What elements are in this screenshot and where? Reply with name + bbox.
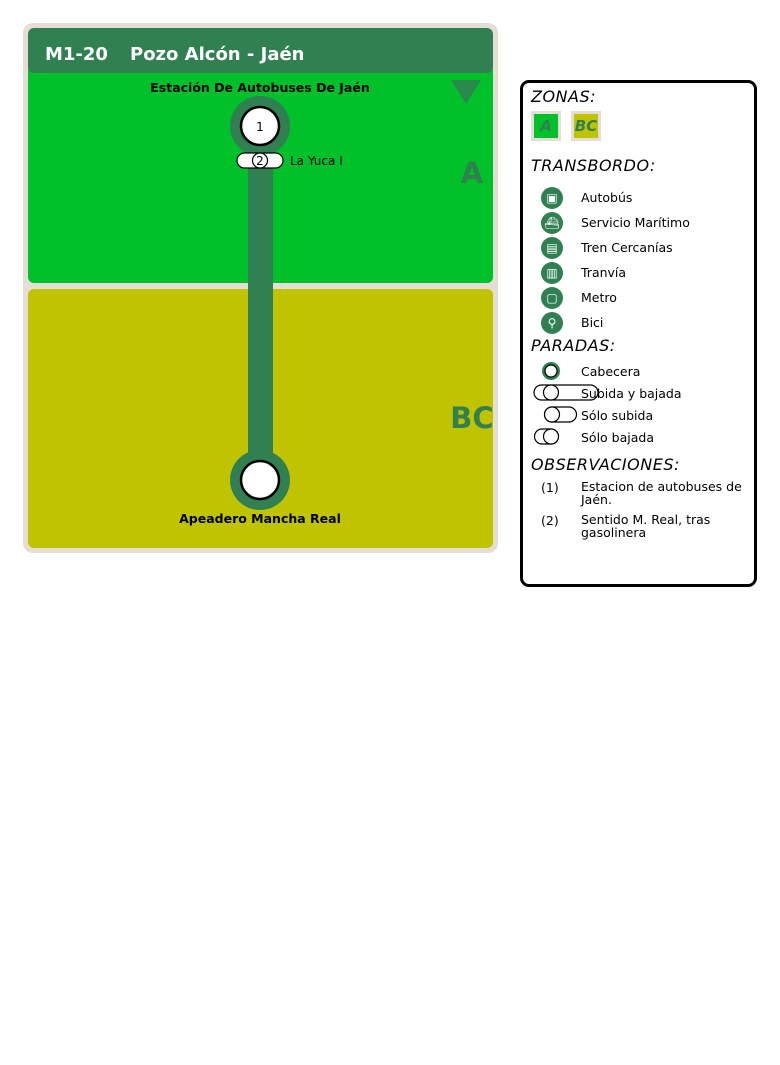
parada-label-cabecera: Cabecera bbox=[581, 364, 641, 379]
metro-icon: ▢ bbox=[541, 287, 563, 309]
cabecera-symbol-icon bbox=[542, 362, 560, 380]
parada-label-subida-bajada: Subida y bajada bbox=[581, 386, 682, 401]
zone-label-bc: BC bbox=[450, 401, 493, 435]
legend-observaciones-title: OBSERVACIONES: bbox=[531, 455, 680, 474]
direction-arrow-icon bbox=[451, 80, 481, 104]
observacion-number-2: (2) bbox=[541, 513, 559, 528]
observacion-number-1: (1) bbox=[541, 480, 559, 495]
stop-name-middle: La Yuca I bbox=[290, 154, 343, 168]
train-icon: ▤ bbox=[541, 237, 563, 259]
ship-icon: ⛴ bbox=[541, 212, 563, 234]
parada-label-solo-subida: Sólo subida bbox=[581, 408, 654, 423]
stop-note-middle: 2 bbox=[256, 154, 264, 168]
parada-label-solo-bajada: Sólo bajada bbox=[581, 430, 654, 445]
route-header bbox=[28, 28, 493, 73]
observacion-text-2: Sentido M. Real, tras gasolinera bbox=[581, 512, 711, 540]
stop-note-first: 1 bbox=[256, 120, 264, 134]
zone-swatch-bc: BC bbox=[571, 111, 601, 141]
stop-name-first: Estación De Autobuses De Jaén bbox=[150, 80, 370, 95]
transbordo-label-tram: Tranvía bbox=[581, 265, 627, 280]
route-map: M1-20 Pozo Alcón - Jaén A BC Estación De… bbox=[23, 23, 498, 553]
tram-icon: ▥ bbox=[541, 262, 563, 284]
zone-label-a: A bbox=[461, 156, 484, 190]
transbordo-label-train: Tren Cercanías bbox=[581, 240, 673, 255]
legend-transbordo-title: TRANSBORDO: bbox=[531, 156, 656, 175]
transbordo-label-bike: Bici bbox=[581, 315, 604, 330]
solo-bajada-symbol-icon bbox=[533, 428, 560, 445]
legend-paradas-title: PARADAS: bbox=[531, 336, 616, 355]
zone-swatch-a: A bbox=[531, 111, 561, 141]
transbordo-label-metro: Metro bbox=[581, 290, 617, 305]
solo-subida-symbol-icon bbox=[543, 406, 578, 423]
transbordo-label-bus: Autobús bbox=[581, 190, 633, 205]
route-name: Pozo Alcón - Jaén bbox=[130, 44, 305, 65]
bike-icon: ⚲ bbox=[541, 312, 563, 334]
observacion-text-1: Estacion de autobuses de Jaén. bbox=[581, 479, 742, 507]
legend-panel: ZONAS: A BC TRANSBORDO: ▣ Autobús ⛴ Serv… bbox=[520, 80, 757, 587]
transbordo-label-ship: Servicio Marítimo bbox=[581, 215, 690, 230]
legend-zonas-title: ZONAS: bbox=[531, 87, 597, 106]
line-code: M1-20 bbox=[45, 44, 108, 65]
route-line bbox=[248, 125, 273, 483]
subida-bajada-symbol-icon bbox=[533, 384, 599, 401]
stop-name-last: Apeadero Mancha Real bbox=[179, 511, 341, 526]
bus-icon: ▣ bbox=[541, 187, 563, 209]
